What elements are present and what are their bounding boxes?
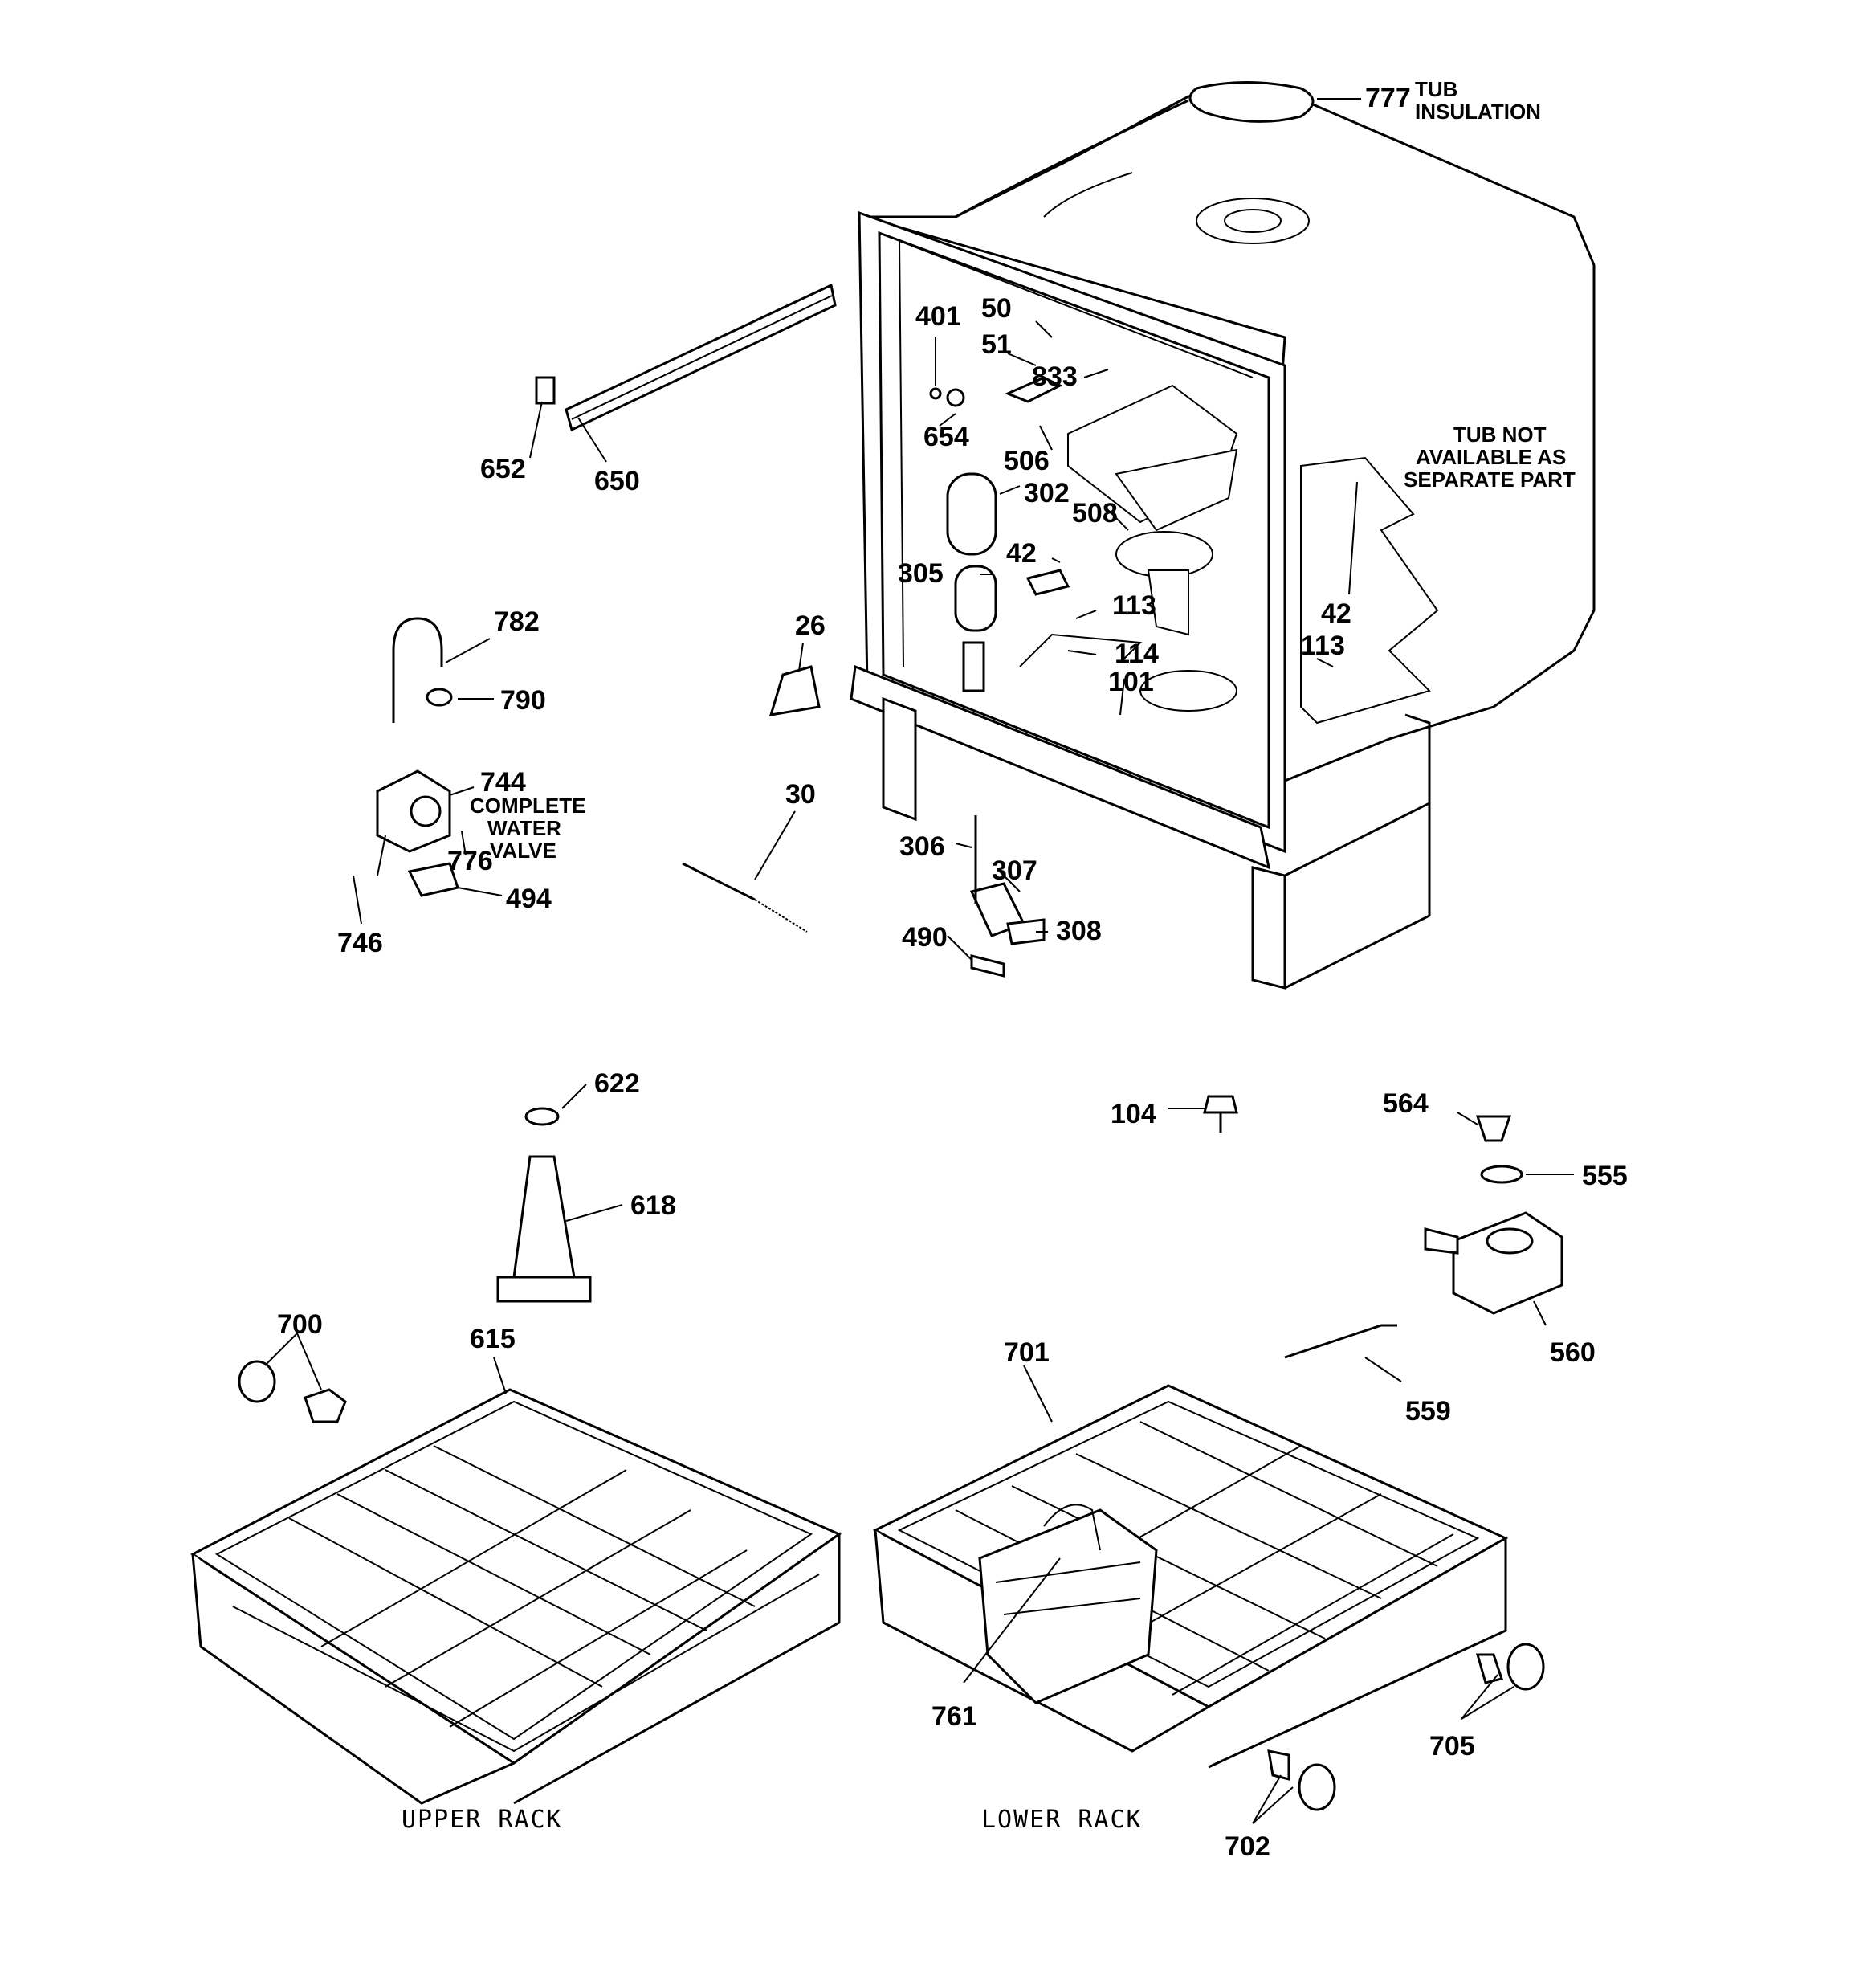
label-42b: 42 [1321, 598, 1351, 629]
label-506: 506 [1004, 446, 1050, 476]
screw [1203, 1095, 1238, 1133]
rack-roller-lower-front [1267, 1749, 1336, 1811]
label-30: 30 [785, 779, 816, 810]
label-618: 618 [630, 1190, 676, 1221]
label-744: 744 [480, 767, 526, 798]
label-615: 615 [470, 1324, 516, 1354]
label-114: 114 [1115, 639, 1159, 669]
label-776: 776 [447, 846, 493, 876]
seal-clip [535, 376, 556, 405]
label-490: 490 [902, 922, 948, 953]
note-tub-not-line1: TUB NOT [1453, 423, 1547, 447]
label-777: 777 [1365, 83, 1411, 113]
label-113b: 113 [1301, 631, 1345, 661]
note-tub-not-line3: SEPARATE PART [1404, 467, 1576, 492]
label-51: 51 [981, 329, 1012, 360]
label-555: 555 [1582, 1161, 1628, 1191]
label-307: 307 [992, 855, 1037, 886]
label-494: 494 [506, 884, 552, 914]
label-50: 50 [981, 293, 1012, 324]
label-790: 790 [500, 685, 546, 716]
note-tub-insulation-line2: INSULATION [1415, 100, 1541, 124]
leader-lines [264, 98, 1574, 1824]
upper-rack [190, 1388, 842, 1805]
notes: TUB INSULATION TUB NOT AVAILABLE AS SEPA… [470, 77, 1576, 863]
caption-upper-rack: UPPER RACK [402, 1806, 563, 1834]
note-tub-insulation-line1: TUB [1415, 77, 1457, 101]
rack-roller-upper [238, 1360, 347, 1423]
label-308: 308 [1056, 916, 1102, 946]
fill-hose [392, 617, 453, 723]
label-104: 104 [1111, 1099, 1156, 1129]
label-833: 833 [1032, 361, 1078, 392]
label-305: 305 [898, 558, 944, 589]
label-622: 622 [594, 1068, 640, 1099]
label-652: 652 [480, 454, 526, 484]
label-761: 761 [932, 1701, 977, 1732]
label-746: 746 [337, 928, 383, 958]
drain-pump [1424, 1115, 1563, 1315]
label-564: 564 [1383, 1088, 1429, 1119]
door-seal-strip [565, 283, 837, 432]
label-101: 101 [1108, 667, 1154, 697]
label-782: 782 [494, 606, 540, 637]
label-113a: 113 [1112, 590, 1156, 621]
label-654: 654 [923, 422, 969, 452]
label-560: 560 [1550, 1337, 1596, 1368]
note-valve-line3: VALVE [490, 839, 556, 863]
bracket [768, 665, 821, 716]
label-702: 702 [1225, 1831, 1270, 1862]
drain-hose [1284, 1324, 1397, 1359]
label-26: 26 [795, 610, 826, 641]
label-650: 650 [594, 466, 640, 496]
note-valve-line2: WATER [487, 816, 561, 840]
rack-roller-lower-rear [1476, 1643, 1545, 1691]
note-valve-line1: COMPLETE [470, 794, 585, 818]
note-tub-not-line2: AVAILABLE AS [1416, 445, 1566, 469]
label-705: 705 [1429, 1731, 1475, 1761]
label-700: 700 [277, 1309, 323, 1340]
water-valve [376, 769, 459, 897]
captions: UPPER RACK LOWER RACK [402, 1806, 1143, 1834]
label-302: 302 [1024, 478, 1070, 508]
label-559: 559 [1405, 1396, 1451, 1427]
label-508: 508 [1072, 498, 1118, 529]
label-701: 701 [1004, 1337, 1050, 1368]
caption-lower-rack: LOWER RACK [981, 1806, 1143, 1834]
door-switch [969, 815, 1046, 978]
spray-tube [496, 1107, 592, 1303]
silverware-basket [978, 1504, 1158, 1704]
door-spring [682, 862, 808, 933]
label-306: 306 [899, 831, 945, 862]
part-labels: 777 50 401 51 833 652 650 654 506 302 50… [277, 83, 1628, 1862]
label-401: 401 [915, 301, 961, 332]
label-42a: 42 [1006, 538, 1037, 569]
tub-components [929, 376, 1238, 692]
